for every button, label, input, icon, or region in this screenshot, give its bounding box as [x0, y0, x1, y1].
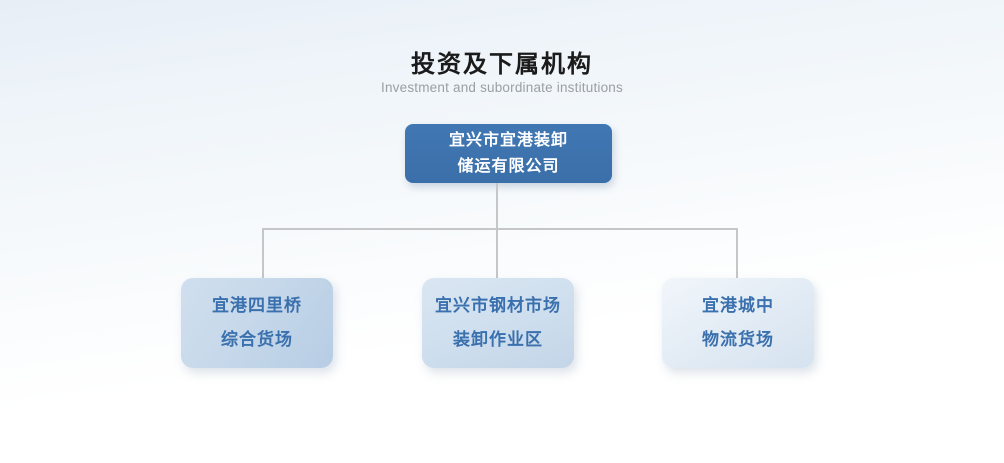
connector-left-vertical — [262, 228, 264, 278]
page-subtitle: Investment and subordinate institutions — [381, 80, 623, 95]
org-node-child-3-line2: 物流货场 — [702, 330, 774, 349]
org-node-child-1-line1: 宜港四里桥 — [212, 296, 302, 315]
connector-root-vertical — [496, 183, 498, 229]
org-node-root-line2: 储运有限公司 — [457, 157, 560, 175]
org-node-child-1-line2: 综合货场 — [221, 330, 293, 349]
org-node-child-2: 宜兴市钢材市场 装卸作业区 — [422, 278, 574, 368]
org-node-root: 宜兴市宜港装卸 储运有限公司 — [405, 124, 612, 183]
org-node-child-3: 宜港城中 物流货场 — [662, 278, 814, 368]
org-node-child-2-line1: 宜兴市钢材市场 — [435, 296, 561, 315]
org-node-child-1: 宜港四里桥 综合货场 — [181, 278, 333, 368]
connector-right-vertical — [736, 228, 738, 278]
connector-middle-vertical — [496, 228, 498, 278]
org-node-root-line1: 宜兴市宜港装卸 — [448, 131, 568, 149]
org-node-child-3-line1: 宜港城中 — [702, 296, 774, 315]
page-title: 投资及下属机构 — [411, 51, 593, 78]
org-node-child-2-line2: 装卸作业区 — [453, 330, 543, 349]
connector-horizontal — [262, 228, 738, 230]
